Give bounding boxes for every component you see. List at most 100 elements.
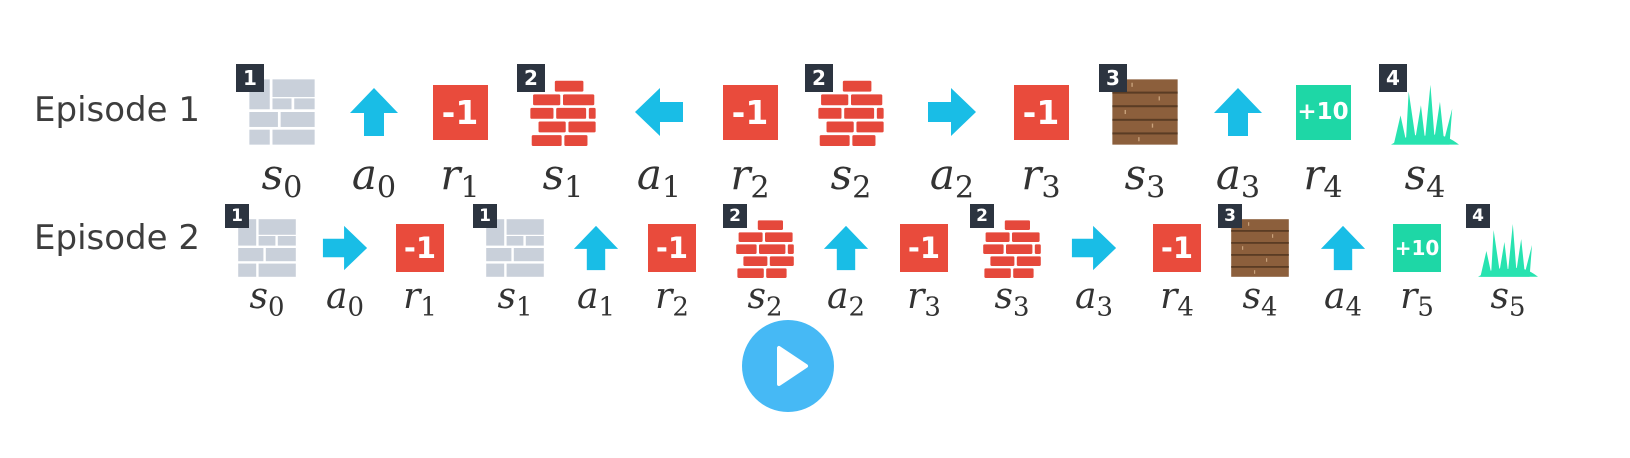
action-symbol: a1 — [577, 276, 615, 322]
wood-planks-icon — [1230, 218, 1290, 282]
arrow-left-icon — [632, 87, 686, 141]
arrow-right-icon — [925, 87, 979, 141]
state-badge: 4 — [1379, 64, 1407, 92]
state-symbol: s2 — [831, 150, 872, 205]
state-symbol: s3 — [995, 276, 1030, 322]
symbol-subscript: 1 — [564, 170, 584, 206]
symbol-letter: s — [1124, 150, 1147, 199]
symbol-subscript: 3 — [1013, 292, 1030, 323]
reward-box: -1 — [396, 224, 444, 272]
symbol-subscript: 4 — [1345, 292, 1362, 323]
symbol-letter: a — [577, 276, 599, 317]
episode-label-2: Episode 2 — [34, 218, 200, 258]
symbol-subscript: 4 — [1261, 292, 1278, 323]
state-badge: 4 — [1466, 204, 1490, 228]
symbol-letter: s — [994, 276, 1013, 317]
reward-box: -1 — [432, 84, 488, 140]
symbol-subscript: 2 — [766, 292, 783, 323]
play-icon — [777, 346, 808, 386]
arrow-up-icon — [1320, 224, 1366, 276]
state-symbol: s1 — [498, 276, 533, 322]
symbol-subscript: 3 — [1146, 170, 1166, 206]
state-symbol: s4 — [1243, 276, 1278, 322]
symbol-subscript: 1 — [460, 170, 480, 206]
brick-wall-icon — [982, 218, 1042, 282]
arrow-up-icon — [573, 224, 619, 276]
reward-box: -1 — [1153, 224, 1201, 272]
reward-symbol: r1 — [403, 276, 437, 322]
symbol-letter: s — [830, 150, 853, 199]
state-symbol: s5 — [1491, 276, 1526, 322]
action-symbol: a3 — [1216, 150, 1260, 205]
state-symbol: s0 — [262, 150, 303, 205]
reward-symbol: r1 — [440, 150, 479, 205]
reward-box: -1 — [648, 224, 696, 272]
state-badge: 2 — [805, 64, 833, 92]
state-badge: 3 — [1099, 64, 1127, 92]
floor-tiles-icon — [248, 78, 316, 150]
reward-symbol: r2 — [730, 150, 769, 205]
state-badge: 1 — [225, 204, 249, 228]
symbol-subscript: 3 — [1240, 170, 1261, 206]
symbol-letter: s — [1490, 276, 1509, 317]
symbol-subscript: 2 — [852, 170, 872, 206]
symbol-letter: s — [497, 276, 516, 317]
symbol-subscript: 4 — [1323, 170, 1343, 206]
symbol-letter: r — [440, 150, 461, 199]
reward-symbol: r2 — [655, 276, 689, 322]
symbol-subscript: 1 — [661, 170, 682, 206]
symbol-letter: s — [1242, 276, 1261, 317]
symbol-subscript: 5 — [1509, 292, 1526, 323]
state-badge: 2 — [970, 204, 994, 228]
action-symbol: a3 — [1075, 276, 1113, 322]
action-symbol: a2 — [930, 150, 974, 205]
brick-wall-icon — [529, 78, 597, 150]
arrow-up-icon — [1213, 85, 1263, 143]
state-badge: 2 — [723, 204, 747, 228]
state-symbol: s4 — [1405, 150, 1446, 205]
symbol-letter: r — [907, 276, 925, 317]
arrow-right-icon — [321, 225, 369, 275]
action-symbol: a2 — [827, 276, 865, 322]
symbol-letter: s — [1404, 150, 1427, 199]
symbol-letter: a — [1215, 150, 1241, 199]
symbol-subscript: 1 — [598, 292, 615, 323]
reward-symbol: r3 — [1021, 150, 1060, 205]
play-button[interactable] — [742, 320, 834, 412]
symbol-subscript: 2 — [848, 292, 865, 323]
grass-icon — [1391, 78, 1459, 150]
state-badge: 1 — [236, 64, 264, 92]
symbol-subscript: 1 — [420, 292, 437, 323]
wood-planks-icon — [1111, 78, 1179, 150]
action-symbol: a1 — [637, 150, 681, 205]
brick-wall-icon — [735, 218, 795, 282]
state-badge: 3 — [1218, 204, 1242, 228]
symbol-letter: a — [1075, 276, 1097, 317]
symbol-letter: a — [326, 276, 348, 317]
symbol-letter: r — [1021, 150, 1042, 199]
floor-tiles-icon — [485, 218, 545, 282]
symbol-subscript: 2 — [954, 170, 975, 206]
symbol-letter: r — [1303, 150, 1324, 199]
reward-symbol: r4 — [1160, 276, 1194, 322]
arrow-up-icon — [823, 224, 869, 276]
episode-label-1: Episode 1 — [34, 90, 200, 130]
symbol-subscript: 3 — [1041, 170, 1061, 206]
action-symbol: a4 — [1324, 276, 1362, 322]
symbol-subscript: 2 — [672, 292, 689, 323]
symbol-letter: r — [1400, 276, 1418, 317]
grass-icon — [1478, 218, 1538, 282]
symbol-letter: s — [261, 150, 284, 199]
reward-box: -1 — [722, 84, 778, 140]
symbol-subscript: 5 — [1417, 292, 1434, 323]
symbol-letter: a — [351, 150, 377, 199]
symbol-subscript: 0 — [268, 292, 285, 323]
brick-wall-icon — [817, 78, 885, 150]
symbol-subscript: 4 — [1177, 292, 1194, 323]
symbol-letter: s — [249, 276, 268, 317]
state-badge: 2 — [517, 64, 545, 92]
symbol-letter: r — [403, 276, 421, 317]
symbol-subscript: 1 — [516, 292, 533, 323]
reward-box: -1 — [1013, 84, 1069, 140]
symbol-subscript: 0 — [283, 170, 303, 206]
